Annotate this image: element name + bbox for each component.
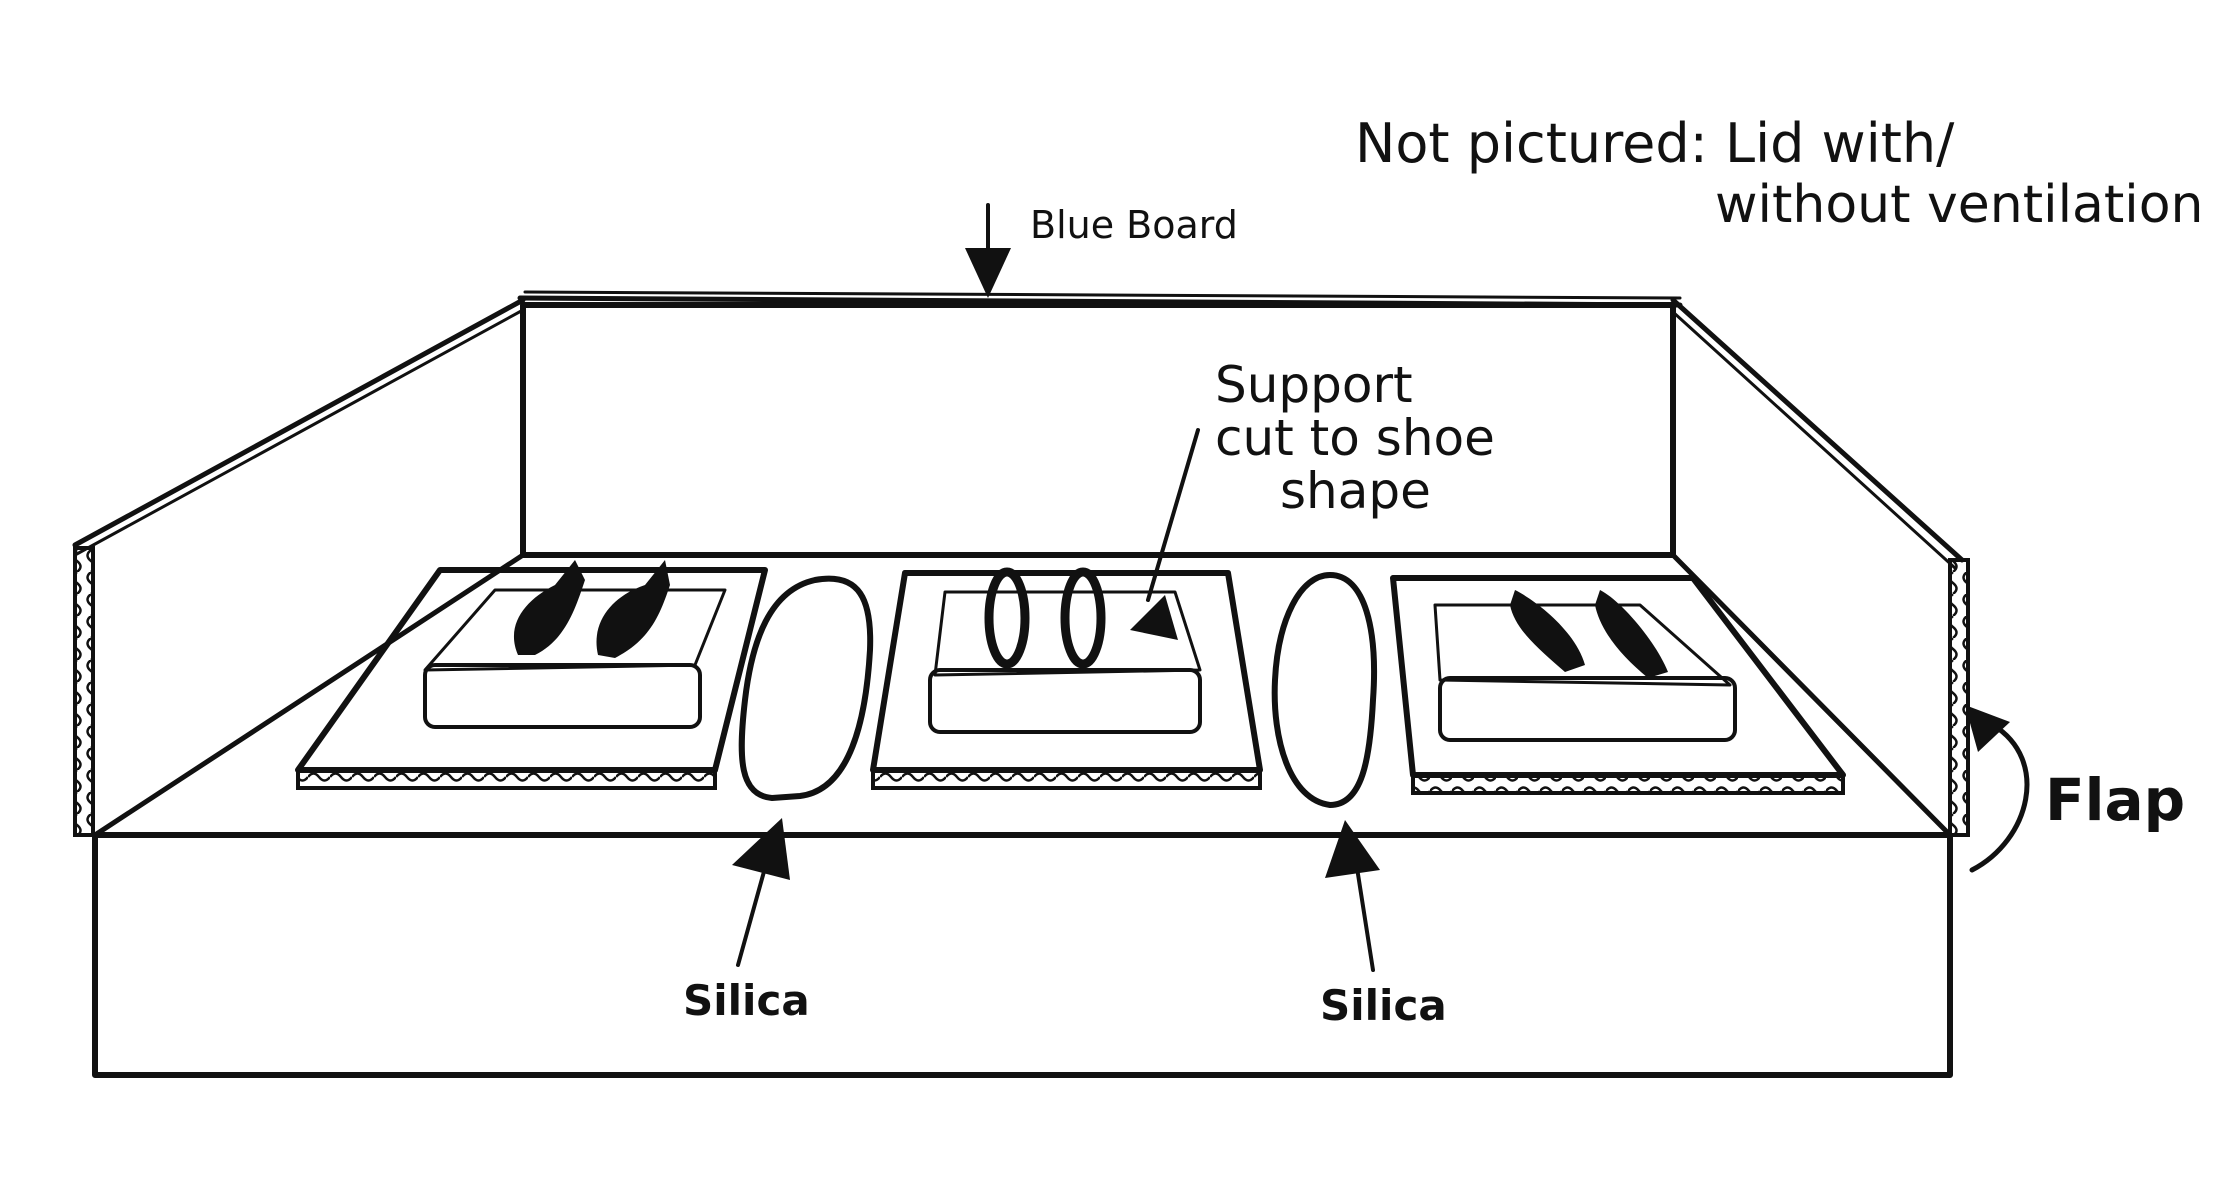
silica-left-arrow: [732, 818, 790, 967]
silica-packet-left: [738, 575, 874, 801]
support-pointer-line: [1146, 428, 1200, 602]
silica-left-label: Silica: [683, 976, 810, 1025]
flap-arrow: [1965, 705, 2030, 873]
shoe-support-middle: [928, 590, 1202, 734]
back-wall: [517, 290, 1683, 558]
shoe-support-left: [423, 588, 727, 729]
tray-right: [1390, 575, 1846, 795]
left-side-wall: [72, 297, 526, 838]
shoe-pair-middle: [984, 567, 1106, 669]
support-label-line-3: shape: [1280, 462, 1431, 520]
blue-board-label: Blue Board: [1030, 203, 1238, 247]
silica-right-label: Silica: [1320, 981, 1447, 1030]
tray-left: [295, 560, 768, 790]
tray-middle: [870, 567, 1263, 790]
blue-board-arrow: [965, 203, 1011, 298]
front-flap: [92, 832, 1953, 1078]
support-label-line-1: Support: [1215, 356, 1413, 414]
support-arrow-head: [1130, 595, 1178, 640]
right-side-wall: [1670, 297, 1970, 838]
silica-packet-right: [1271, 572, 1378, 808]
shoe-pair-right: [1510, 590, 1668, 678]
flap-label: Flap: [2045, 766, 2185, 834]
note-line-2: without ventilation: [1715, 175, 2204, 235]
silica-right-arrow: [1325, 820, 1380, 972]
support-label-line-2: cut to shoe: [1215, 409, 1495, 467]
note-line-1: Not pictured: Lid with/: [1355, 112, 1955, 175]
shoe-support-right: [1433, 603, 1737, 742]
shoe-pair-left: [513, 560, 670, 658]
